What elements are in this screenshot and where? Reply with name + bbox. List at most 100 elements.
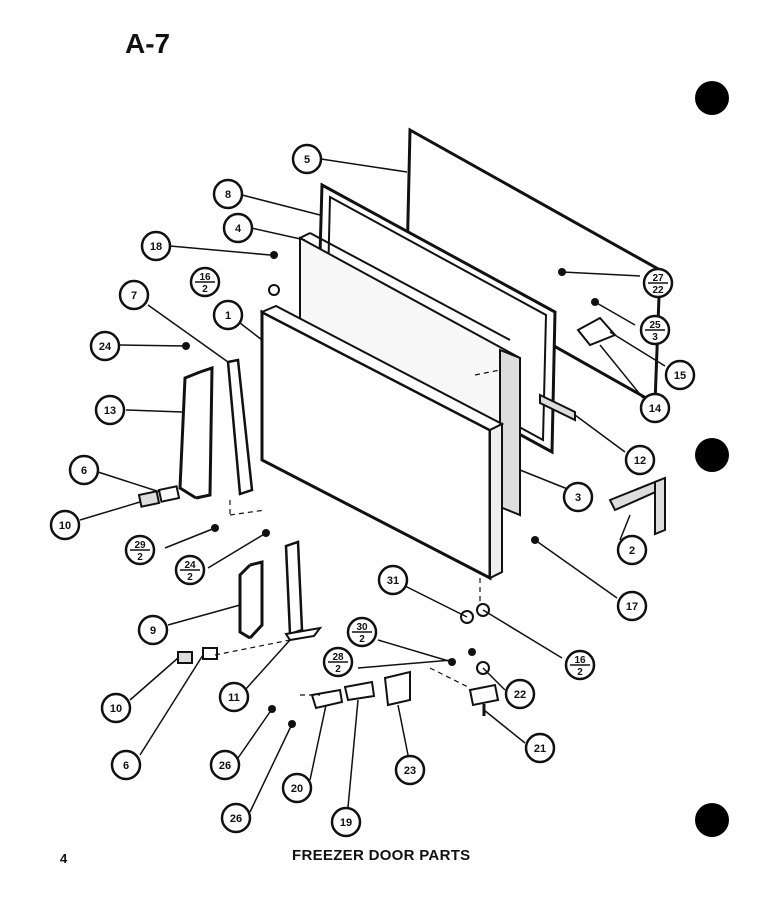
callout-label: 2 — [187, 572, 193, 583]
upper-handle-trim — [226, 358, 254, 496]
door-liner-edge — [309, 232, 511, 341]
leader-lines — [79, 158, 666, 819]
callout-circle — [616, 590, 648, 622]
hinge-strip — [539, 393, 576, 422]
callout-circle — [639, 392, 671, 424]
callout-c11: 11 — [218, 681, 250, 713]
handle-pad — [137, 490, 161, 508]
callout-circle — [616, 534, 648, 566]
callout-label: 10 — [110, 703, 122, 715]
callout-c19: 19 — [330, 806, 362, 838]
callout-c21: 21 — [524, 732, 556, 764]
callout-label: 6 — [81, 465, 87, 477]
lower-handle — [238, 560, 264, 640]
callout-label: 17 — [626, 601, 638, 613]
callout-label: 22 — [514, 689, 526, 701]
callout-label: 2 — [202, 284, 208, 295]
callout-label: 1 — [225, 310, 231, 322]
callout-label: 5 — [304, 154, 310, 166]
callout-circle — [94, 394, 126, 426]
callout-c25: 253 — [639, 314, 671, 346]
diagram-caption: FREEZER DOOR PARTS — [292, 847, 471, 864]
callout-circle — [209, 749, 241, 781]
callout-c16a: 162 — [189, 266, 221, 298]
callout-circle — [222, 212, 254, 244]
callout-label: 2 — [629, 545, 635, 557]
callout-c8: 8 — [212, 178, 244, 210]
callout-circle — [291, 143, 323, 175]
callout-c18: 18 — [140, 230, 172, 262]
callout-c6b: 6 — [110, 749, 142, 781]
door-front-side — [489, 422, 503, 580]
lower-handle-base — [284, 626, 323, 642]
registration-dot — [695, 438, 729, 472]
callout-c24b: 242 — [174, 554, 206, 586]
callout-c26a: 26 — [209, 749, 241, 781]
screw — [468, 648, 476, 656]
callout-circle — [118, 279, 150, 311]
callout-circle — [504, 678, 536, 710]
callout-c23: 23 — [394, 754, 426, 786]
callout-label: 15 — [674, 370, 686, 382]
callout-circle — [330, 806, 362, 838]
door-liner-edge — [299, 232, 311, 239]
callout-c7: 7 — [118, 279, 150, 311]
page-number: 4 — [60, 851, 68, 866]
callout-c5: 5 — [291, 143, 323, 175]
callout-label: 24 — [99, 341, 112, 353]
callout-circle — [212, 178, 244, 210]
screw — [270, 251, 278, 259]
callout-c30: 302 — [346, 616, 378, 648]
callout-label: 7 — [131, 290, 137, 302]
hinge-plate-23 — [383, 670, 411, 707]
callout-c2: 2 — [616, 534, 648, 566]
callout-c4: 4 — [222, 212, 254, 244]
assembly-lines — [214, 369, 501, 696]
callout-c24a: 24 — [89, 330, 121, 362]
callout-label: 2 — [577, 667, 583, 678]
callout-label: 2 — [359, 634, 365, 645]
callout-label: 3 — [575, 492, 581, 504]
callout-circle — [624, 444, 656, 476]
callout-label: 28 — [332, 652, 344, 663]
callout-c3: 3 — [562, 481, 594, 513]
callout-label: 16 — [574, 655, 586, 666]
callout-label: 10 — [59, 520, 71, 532]
callout-circle — [140, 230, 172, 262]
callout-label: 30 — [356, 622, 368, 633]
callout-c20: 20 — [281, 772, 313, 804]
callout-circle — [49, 509, 81, 541]
callout-label: 2 — [335, 664, 341, 675]
callout-label: 6 — [123, 760, 129, 772]
screw — [268, 284, 280, 296]
callout-label: 21 — [534, 743, 546, 755]
callout-label: 22 — [652, 285, 664, 296]
hinge-bracket-arm — [654, 476, 666, 536]
callout-c12: 12 — [624, 444, 656, 476]
callout-circle — [394, 754, 426, 786]
callout-circle — [68, 454, 100, 486]
registration-dot — [695, 81, 729, 115]
callout-c10a: 10 — [49, 509, 81, 541]
callout-label: 8 — [225, 189, 231, 201]
callout-circle — [220, 802, 252, 834]
callout-c1: 1 — [212, 299, 244, 331]
callout-circle — [137, 614, 169, 646]
callout-c17: 17 — [616, 590, 648, 622]
callout-c28: 282 — [322, 646, 354, 678]
callout-c16b: 162 — [564, 649, 596, 681]
callout-label: 24 — [184, 560, 196, 571]
callout-label: 12 — [634, 455, 646, 467]
hinge-plate-20 — [310, 688, 344, 710]
handle-pad — [157, 485, 181, 503]
callout-c9: 9 — [137, 614, 169, 646]
callout-c13: 13 — [94, 394, 126, 426]
callout-c15: 15 — [664, 359, 696, 391]
callout-c22: 22 — [504, 678, 536, 710]
callout-circle — [218, 681, 250, 713]
callout-c10b: 10 — [100, 692, 132, 724]
callout-label: 9 — [150, 625, 156, 637]
upper-handle — [178, 365, 214, 500]
